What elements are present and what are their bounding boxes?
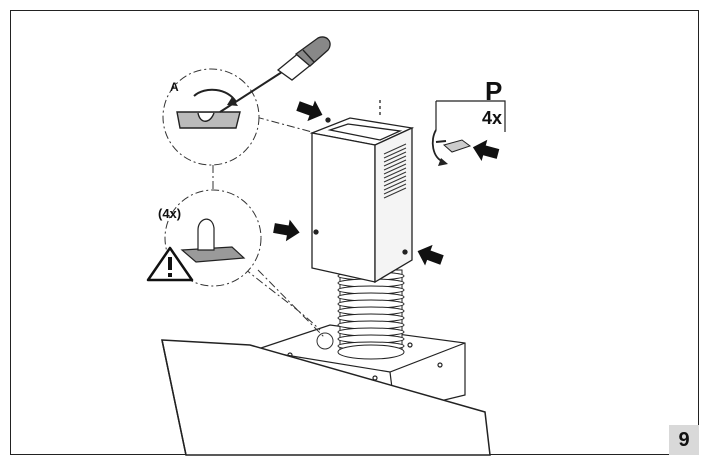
- vent-slot: [383, 175, 407, 187]
- vent-slot: [383, 159, 407, 171]
- vent-slot: [383, 163, 407, 175]
- bracket-base: [180, 246, 246, 263]
- flexible-duct: [337, 269, 405, 360]
- bracket-quantity-label: (4x): [158, 206, 182, 221]
- screwdriver-icon: [219, 36, 331, 113]
- vent-slot: [383, 171, 407, 183]
- part-quantity-label: 4x: [482, 108, 503, 128]
- chimney-cover: [309, 100, 415, 284]
- detail-label-a: A: [170, 80, 179, 94]
- pointer-arrows: [273, 100, 500, 266]
- bracket-tab: [197, 218, 215, 251]
- arrow-icon: [273, 219, 300, 242]
- arrow-icon: [417, 244, 444, 266]
- step-number-badge: 9: [669, 425, 699, 455]
- vent-slot: [383, 179, 407, 191]
- rotate-arrow-icon: [431, 129, 445, 163]
- leader-lines: [212, 116, 326, 339]
- arrow-icon: [296, 100, 323, 122]
- vent-slot: [383, 187, 407, 199]
- vent-slot: [383, 143, 407, 155]
- detail-circle-screw: [162, 68, 260, 166]
- bracket-plate-icon: [176, 111, 241, 129]
- bracket-location-marker: [316, 332, 334, 350]
- vent-slot: [383, 155, 407, 167]
- part-p-callout: [435, 100, 506, 132]
- detail-circle-bracket: [164, 189, 262, 287]
- screw-icon: [435, 139, 472, 153]
- arrow-icon: [472, 139, 500, 162]
- vent-slot: [383, 147, 407, 159]
- warning-triangle-icon: [146, 246, 194, 282]
- part-letter-label: P: [485, 76, 503, 106]
- glass-panel: [161, 339, 491, 456]
- vent-slot: [383, 167, 407, 179]
- vent-slot: [383, 183, 407, 195]
- rotate-arrow-icon: [193, 88, 237, 103]
- vent-slot: [383, 151, 407, 163]
